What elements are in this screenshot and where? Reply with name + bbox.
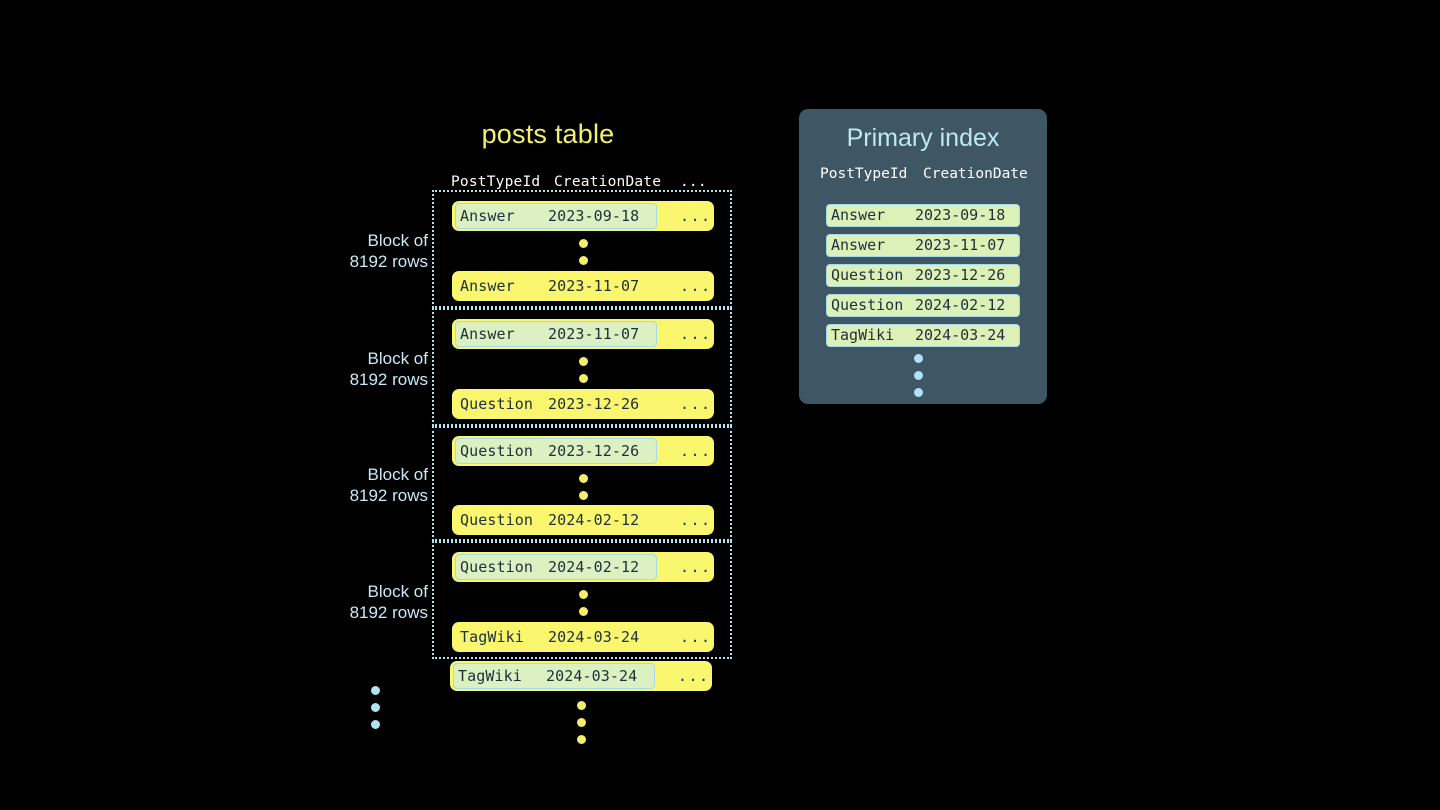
row-highlight-box: TagWiki 2024-03-24 (453, 663, 655, 689)
cell-creationdate: 2023-11-07 (548, 325, 640, 343)
cell-posttypeid: Question (460, 442, 534, 460)
block-1-label: Block of 8192 rows (349, 231, 428, 271)
cell-creationdate: 2023-11-07 (915, 236, 1006, 254)
cell-ellipsis: ... (680, 395, 712, 413)
block-4: Block of 8192 rows Question 2024-02-12 .… (350, 541, 732, 659)
cell-posttypeid: Answer (831, 206, 886, 224)
cell-creationdate: 2023-09-18 (915, 206, 1006, 224)
table-row[interactable]: Question 2024-02-12 ... (452, 552, 714, 582)
cell-ellipsis: ... (678, 667, 710, 685)
cell-creationdate: 2023-12-26 (548, 395, 640, 413)
table-row[interactable]: Question 2023-12-26 ... (452, 389, 714, 419)
column-header-posttypeid: PostTypeId (820, 166, 908, 182)
cell-ellipsis: ... (680, 277, 712, 295)
cell-creationdate: 2023-12-26 (915, 266, 1006, 284)
cell-posttypeid: Question (831, 296, 904, 314)
table-row[interactable]: Question 2024-02-12 ... (452, 505, 714, 535)
index-row[interactable]: Question 2023-12-26 (826, 264, 1020, 287)
column-header-ellipsis: ... (680, 174, 707, 190)
table-continuation-dots (577, 701, 586, 744)
block-3: Block of 8192 rows Question 2023-12-26 .… (350, 426, 732, 541)
index-continuation-dots (914, 354, 923, 397)
column-header-posttypeid: PostTypeId (451, 174, 541, 190)
table-row-trailing[interactable]: TagWiki 2024-03-24 ... (450, 661, 712, 691)
block-4-label: Block of 8192 rows (349, 582, 428, 622)
column-header-creationdate: CreationDate (923, 166, 1028, 182)
index-row[interactable]: Answer 2023-11-07 (826, 234, 1020, 257)
cell-posttypeid: Answer (460, 277, 515, 295)
cell-creationdate: 2024-03-24 (548, 628, 640, 646)
table-row[interactable]: Question 2023-12-26 ... (452, 436, 714, 466)
cell-creationdate: 2024-03-24 (915, 326, 1006, 344)
cell-posttypeid: Question (831, 266, 904, 284)
posts-table-title: posts table (481, 119, 615, 149)
cell-ellipsis: ... (680, 628, 712, 646)
cell-posttypeid: TagWiki (460, 628, 524, 646)
cell-creationdate: 2023-11-07 (548, 277, 640, 295)
cell-posttypeid: Question (460, 395, 534, 413)
block-2: Block of 8192 rows Answer 2023-11-07 ...… (350, 308, 732, 426)
cell-ellipsis: ... (680, 207, 712, 225)
cell-ellipsis: ... (680, 511, 712, 529)
cell-creationdate: 2024-03-24 (546, 667, 638, 685)
primary-index-column-headers: PostTypeId CreationDate (799, 166, 1047, 188)
primary-index-panel: Primary index PostTypeId CreationDate An… (799, 109, 1047, 404)
table-row[interactable]: TagWiki 2024-03-24 ... (452, 622, 714, 652)
cell-posttypeid: Answer (460, 207, 515, 225)
cell-posttypeid: TagWiki (458, 667, 522, 685)
cell-posttypeid: Answer (831, 236, 886, 254)
cell-creationdate: 2024-02-12 (548, 558, 640, 576)
cell-creationdate: 2023-12-26 (548, 442, 640, 460)
row-highlight-box: Answer 2023-09-18 (455, 203, 657, 229)
cell-creationdate: 2023-09-18 (548, 207, 640, 225)
cell-posttypeid: Question (460, 558, 534, 576)
blocks-continuation-dots (371, 686, 380, 729)
cell-posttypeid: Answer (460, 325, 515, 343)
block-3-label: Block of 8192 rows (349, 465, 428, 505)
table-row[interactable]: Answer 2023-09-18 ... (452, 201, 714, 231)
row-highlight-box: Question 2024-02-12 (455, 554, 657, 580)
cell-posttypeid: TagWiki (831, 326, 895, 344)
table-row[interactable]: Answer 2023-11-07 ... (452, 271, 714, 301)
block-2-label: Block of 8192 rows (349, 349, 428, 389)
index-row[interactable]: TagWiki 2024-03-24 (826, 324, 1020, 347)
cell-ellipsis: ... (680, 325, 712, 343)
index-row[interactable]: Answer 2023-09-18 (826, 204, 1020, 227)
block-1: Block of 8192 rows Answer 2023-09-18 ...… (350, 190, 732, 308)
posts-table-column-headers: PostTypeId CreationDate ... (432, 174, 714, 196)
cell-creationdate: 2024-02-12 (548, 511, 640, 529)
cell-posttypeid: Question (460, 511, 534, 529)
table-row[interactable]: Answer 2023-11-07 ... (452, 319, 714, 349)
column-header-creationdate: CreationDate (554, 174, 662, 190)
cell-ellipsis: ... (680, 558, 712, 576)
index-row[interactable]: Question 2024-02-12 (826, 294, 1020, 317)
row-highlight-box: Answer 2023-11-07 (455, 321, 657, 347)
cell-ellipsis: ... (680, 442, 712, 460)
cell-creationdate: 2024-02-12 (915, 296, 1006, 314)
primary-index-title: Primary index (846, 124, 1000, 152)
row-highlight-box: Question 2023-12-26 (455, 438, 657, 464)
